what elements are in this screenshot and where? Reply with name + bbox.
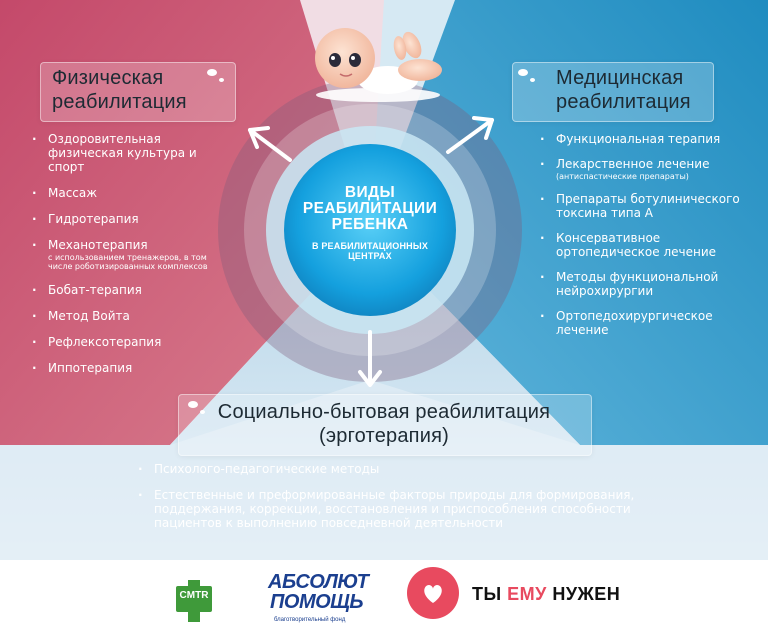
list-item: Ортопедохирургическое лечение [540,309,755,337]
center-subtitle: В РЕАБИЛИТАЦИОННЫХ ЦЕНТРАХ [283,241,457,261]
tyemu-highlight: ЕМУ [507,584,547,604]
baby-illustration [315,28,442,102]
arrow-to-physical [248,126,292,162]
medical-title-line: реабилитация [556,91,691,113]
center-title-line: РЕАБИЛИТАЦИИ [302,200,438,217]
bubble-decoration-small [219,78,224,82]
list-item: Бобат-терапия [32,283,232,297]
list-item: Естественные и преформированные факторы … [138,488,698,530]
footer-graphics [176,567,459,622]
tyemu-part: НУЖЕН [546,584,621,604]
list-item: Лекарственное лечение(антиспастические п… [540,157,755,181]
list-item: Иппотерапия [32,361,232,375]
bubble-decoration-small [200,410,205,414]
bubble-decoration [207,69,217,76]
list-item: Консервативное ортопедическое лечение [540,231,755,259]
absolute-logo-line1: АБСОЛЮТ [268,571,369,593]
footer-logos: CMTR АБСОЛЮТ ПОМОЩЬ благотворительный фо… [0,560,768,641]
medical-list: Функциональная терапия Лекарственное леч… [540,132,755,348]
social-list: Психолого-педагогические методы Естестве… [138,462,698,542]
tyemu-logo: ТЫ ЕМУ НУЖЕН [472,584,620,605]
cmtr-logo-text: CMTR [179,590,209,601]
medical-title-line: Медицинская [556,67,684,89]
bubble-decoration [188,401,198,408]
center-label: ВИДЫ РЕАБИЛИТАЦИИ РЕБЕНКА В РЕАБИЛИТАЦИО… [283,185,457,262]
medical-title: Медицинская реабилитация [556,66,691,114]
list-item: Психолого-педагогические методы [138,462,698,476]
cmtr-logo [176,580,212,622]
background-panels [0,0,768,560]
tyemu-part: ТЫ [472,584,508,604]
list-item: Метод Войта [32,309,232,323]
list-item: Препараты ботулинического токсина типа А [540,192,755,220]
heart-logo [407,567,459,619]
physical-title-line: реабилитация [52,91,187,113]
center-title-line: ВИДЫ [344,184,396,201]
list-item: Рефлексотерапия [32,335,232,349]
center-subtitle-line: ЦЕНТРАХ [348,251,392,261]
center-title-line: РЕБЕНКА [331,216,409,233]
absolute-logo-line2: ПОМОЩЬ [270,591,364,613]
center-title: ВИДЫ РЕАБИЛИТАЦИИ РЕБЕНКА [283,185,457,233]
social-title-box [178,394,592,456]
list-item: Массаж [32,186,232,200]
list-item: Методы функциональной нейрохирургии [540,270,755,298]
social-title: Социально-бытовая реабилитация (эрготера… [178,400,590,448]
arrow-to-social [358,330,382,387]
physical-list: Оздоровительная физическая культура и сп… [32,132,232,387]
medical-title-box [512,62,714,122]
center-subtitle-line: В РЕАБИЛИТАЦИОННЫХ [311,241,429,251]
list-item: Оздоровительная физическая культура и сп… [32,132,232,174]
physical-title: Физическая реабилитация [52,66,187,114]
item-note: (антиспастические препараты) [556,172,689,181]
bubble-decoration [518,69,528,76]
item-note: с использованием тренажеров, в том числе… [48,253,208,271]
social-title-line: (эрготерапия) [319,425,449,447]
social-title-line: Социально-бытовая реабилитация [217,401,551,423]
list-item: Функциональная терапия [540,132,755,146]
arrow-to-medical [446,116,494,154]
bubble-decoration-small [530,78,535,82]
physical-title-line: Физическая [52,67,164,89]
absolute-logo-caption: благотворительный фонд [274,617,346,623]
physical-title-box [40,62,236,122]
center-circle [284,144,456,316]
list-item: Гидротерапия [32,212,232,226]
